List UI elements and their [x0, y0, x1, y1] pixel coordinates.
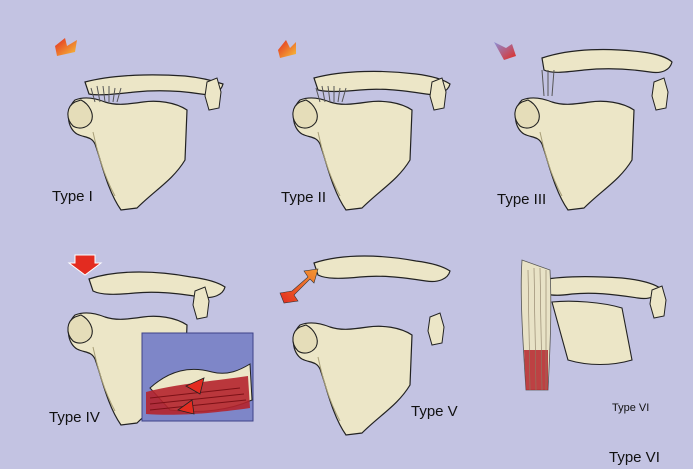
type-5-arrow	[280, 269, 318, 303]
type-3-injury-marker	[494, 42, 516, 60]
type-2-injury-marker	[278, 40, 296, 58]
type-4-inset	[142, 333, 253, 421]
label-type-6: Type VI	[612, 402, 649, 414]
label-type-4: Type IV	[49, 409, 100, 426]
label-type-1: Type I	[52, 188, 93, 205]
panel-type-3	[494, 42, 672, 210]
panel-type-1	[55, 38, 223, 210]
type-1-injury-marker	[55, 38, 77, 56]
label-type-3: Type III	[497, 191, 546, 208]
label-type-6-caption: Type VI	[609, 449, 660, 466]
panel-type-2	[278, 40, 450, 210]
panel-type-6	[521, 260, 666, 390]
label-type-2: Type II	[281, 189, 326, 206]
type-4-arrow	[69, 255, 101, 275]
label-type-5: Type V	[411, 403, 458, 420]
